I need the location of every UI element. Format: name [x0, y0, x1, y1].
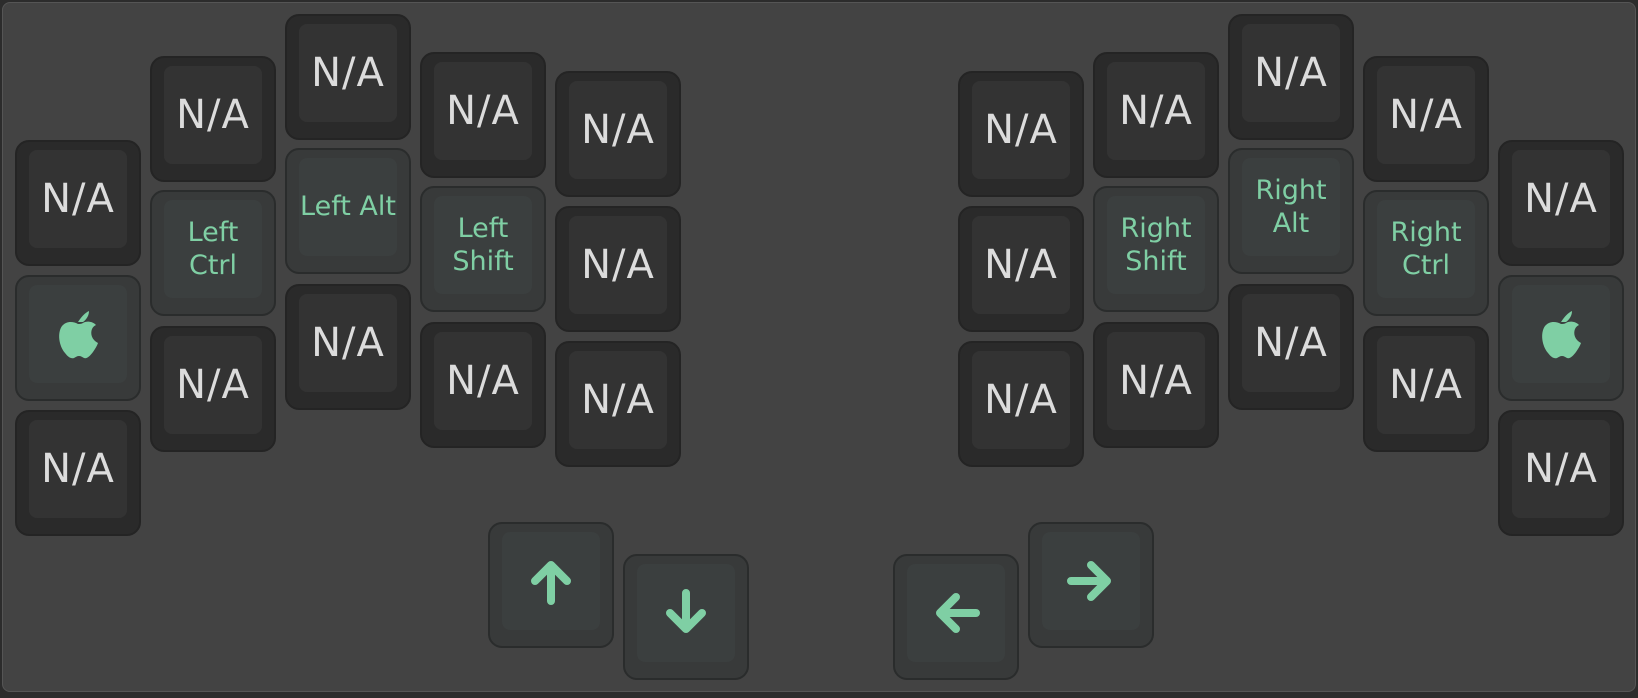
key-label: N/A — [1254, 320, 1328, 366]
key-right-c1-r3[interactable]: N/A — [958, 341, 1084, 467]
key-label: N/A — [1389, 92, 1463, 138]
key-label: N/A — [1254, 50, 1328, 96]
key-label: N/A — [446, 88, 520, 134]
key-label: N/A — [1119, 358, 1193, 404]
key-arrow-up[interactable] — [488, 522, 614, 648]
key-left-c3-r1[interactable]: N/A — [285, 14, 411, 140]
arrow-right-icon — [1067, 561, 1111, 601]
key-left-command[interactable] — [15, 275, 141, 401]
key-right-c4-r1[interactable]: N/A — [1363, 56, 1489, 182]
key-label: Right Ctrl — [1390, 216, 1462, 281]
key-label: N/A — [984, 242, 1058, 288]
arrow-up-icon — [531, 561, 571, 605]
key-right-ctrl[interactable]: Right Ctrl — [1363, 190, 1489, 316]
key-label: N/A — [41, 176, 115, 222]
key-right-command[interactable] — [1498, 275, 1624, 401]
key-right-c3-r3[interactable]: N/A — [1228, 284, 1354, 410]
key-right-c2-r1[interactable]: N/A — [1093, 52, 1219, 178]
key-label: N/A — [1389, 362, 1463, 408]
key-label: N/A — [581, 377, 655, 423]
key-left-c1-r3[interactable]: N/A — [15, 410, 141, 536]
key-label: N/A — [446, 358, 520, 404]
key-left-c4-r1[interactable]: N/A — [420, 52, 546, 178]
arrow-left-icon — [936, 593, 980, 633]
key-right-c2-r3[interactable]: N/A — [1093, 322, 1219, 448]
key-left-c5-r2[interactable]: N/A — [555, 206, 681, 332]
key-label: N/A — [581, 242, 655, 288]
key-label: N/A — [1524, 446, 1598, 492]
key-left-c4-r3[interactable]: N/A — [420, 322, 546, 448]
key-arrow-left[interactable] — [893, 554, 1019, 680]
key-left-c2-r1[interactable]: N/A — [150, 56, 276, 182]
key-label: N/A — [176, 362, 250, 408]
key-label: N/A — [311, 320, 385, 366]
key-left-shift[interactable]: Left Shift — [420, 186, 546, 312]
key-left-c3-r3[interactable]: N/A — [285, 284, 411, 410]
key-label: Left Alt — [300, 191, 396, 223]
key-arrow-down[interactable] — [623, 554, 749, 680]
key-left-alt[interactable]: Left Alt — [285, 148, 411, 274]
key-label: Left Ctrl — [187, 216, 239, 281]
key-right-c5-r3[interactable]: N/A — [1498, 410, 1624, 536]
key-label: N/A — [1524, 176, 1598, 222]
key-left-c5-r3[interactable]: N/A — [555, 341, 681, 467]
key-left-c2-r3[interactable]: N/A — [150, 326, 276, 452]
key-label: N/A — [1119, 88, 1193, 134]
key-arrow-right[interactable] — [1028, 522, 1154, 648]
key-label: Right Alt — [1255, 174, 1327, 239]
key-right-shift[interactable]: Right Shift — [1093, 186, 1219, 312]
key-right-c4-r3[interactable]: N/A — [1363, 326, 1489, 452]
key-label: Left Shift — [452, 212, 514, 277]
key-right-c1-r2[interactable]: N/A — [958, 206, 1084, 332]
key-right-c1-r1[interactable]: N/A — [958, 71, 1084, 197]
key-label: N/A — [581, 107, 655, 153]
key-right-c3-r1[interactable]: N/A — [1228, 14, 1354, 140]
key-label: N/A — [984, 107, 1058, 153]
key-right-c5-r1[interactable]: N/A — [1498, 140, 1624, 266]
key-label: Right Shift — [1120, 212, 1192, 277]
key-label: N/A — [41, 446, 115, 492]
key-label: N/A — [311, 50, 385, 96]
key-left-c1-r1[interactable]: N/A — [15, 140, 141, 266]
key-left-c5-r1[interactable]: N/A — [555, 71, 681, 197]
apple-icon — [1542, 311, 1581, 359]
key-label: N/A — [984, 377, 1058, 423]
key-right-alt[interactable]: Right Alt — [1228, 148, 1354, 274]
apple-icon — [59, 311, 98, 359]
key-label: N/A — [176, 92, 250, 138]
arrow-down-icon — [666, 589, 706, 633]
key-left-ctrl[interactable]: Left Ctrl — [150, 190, 276, 316]
